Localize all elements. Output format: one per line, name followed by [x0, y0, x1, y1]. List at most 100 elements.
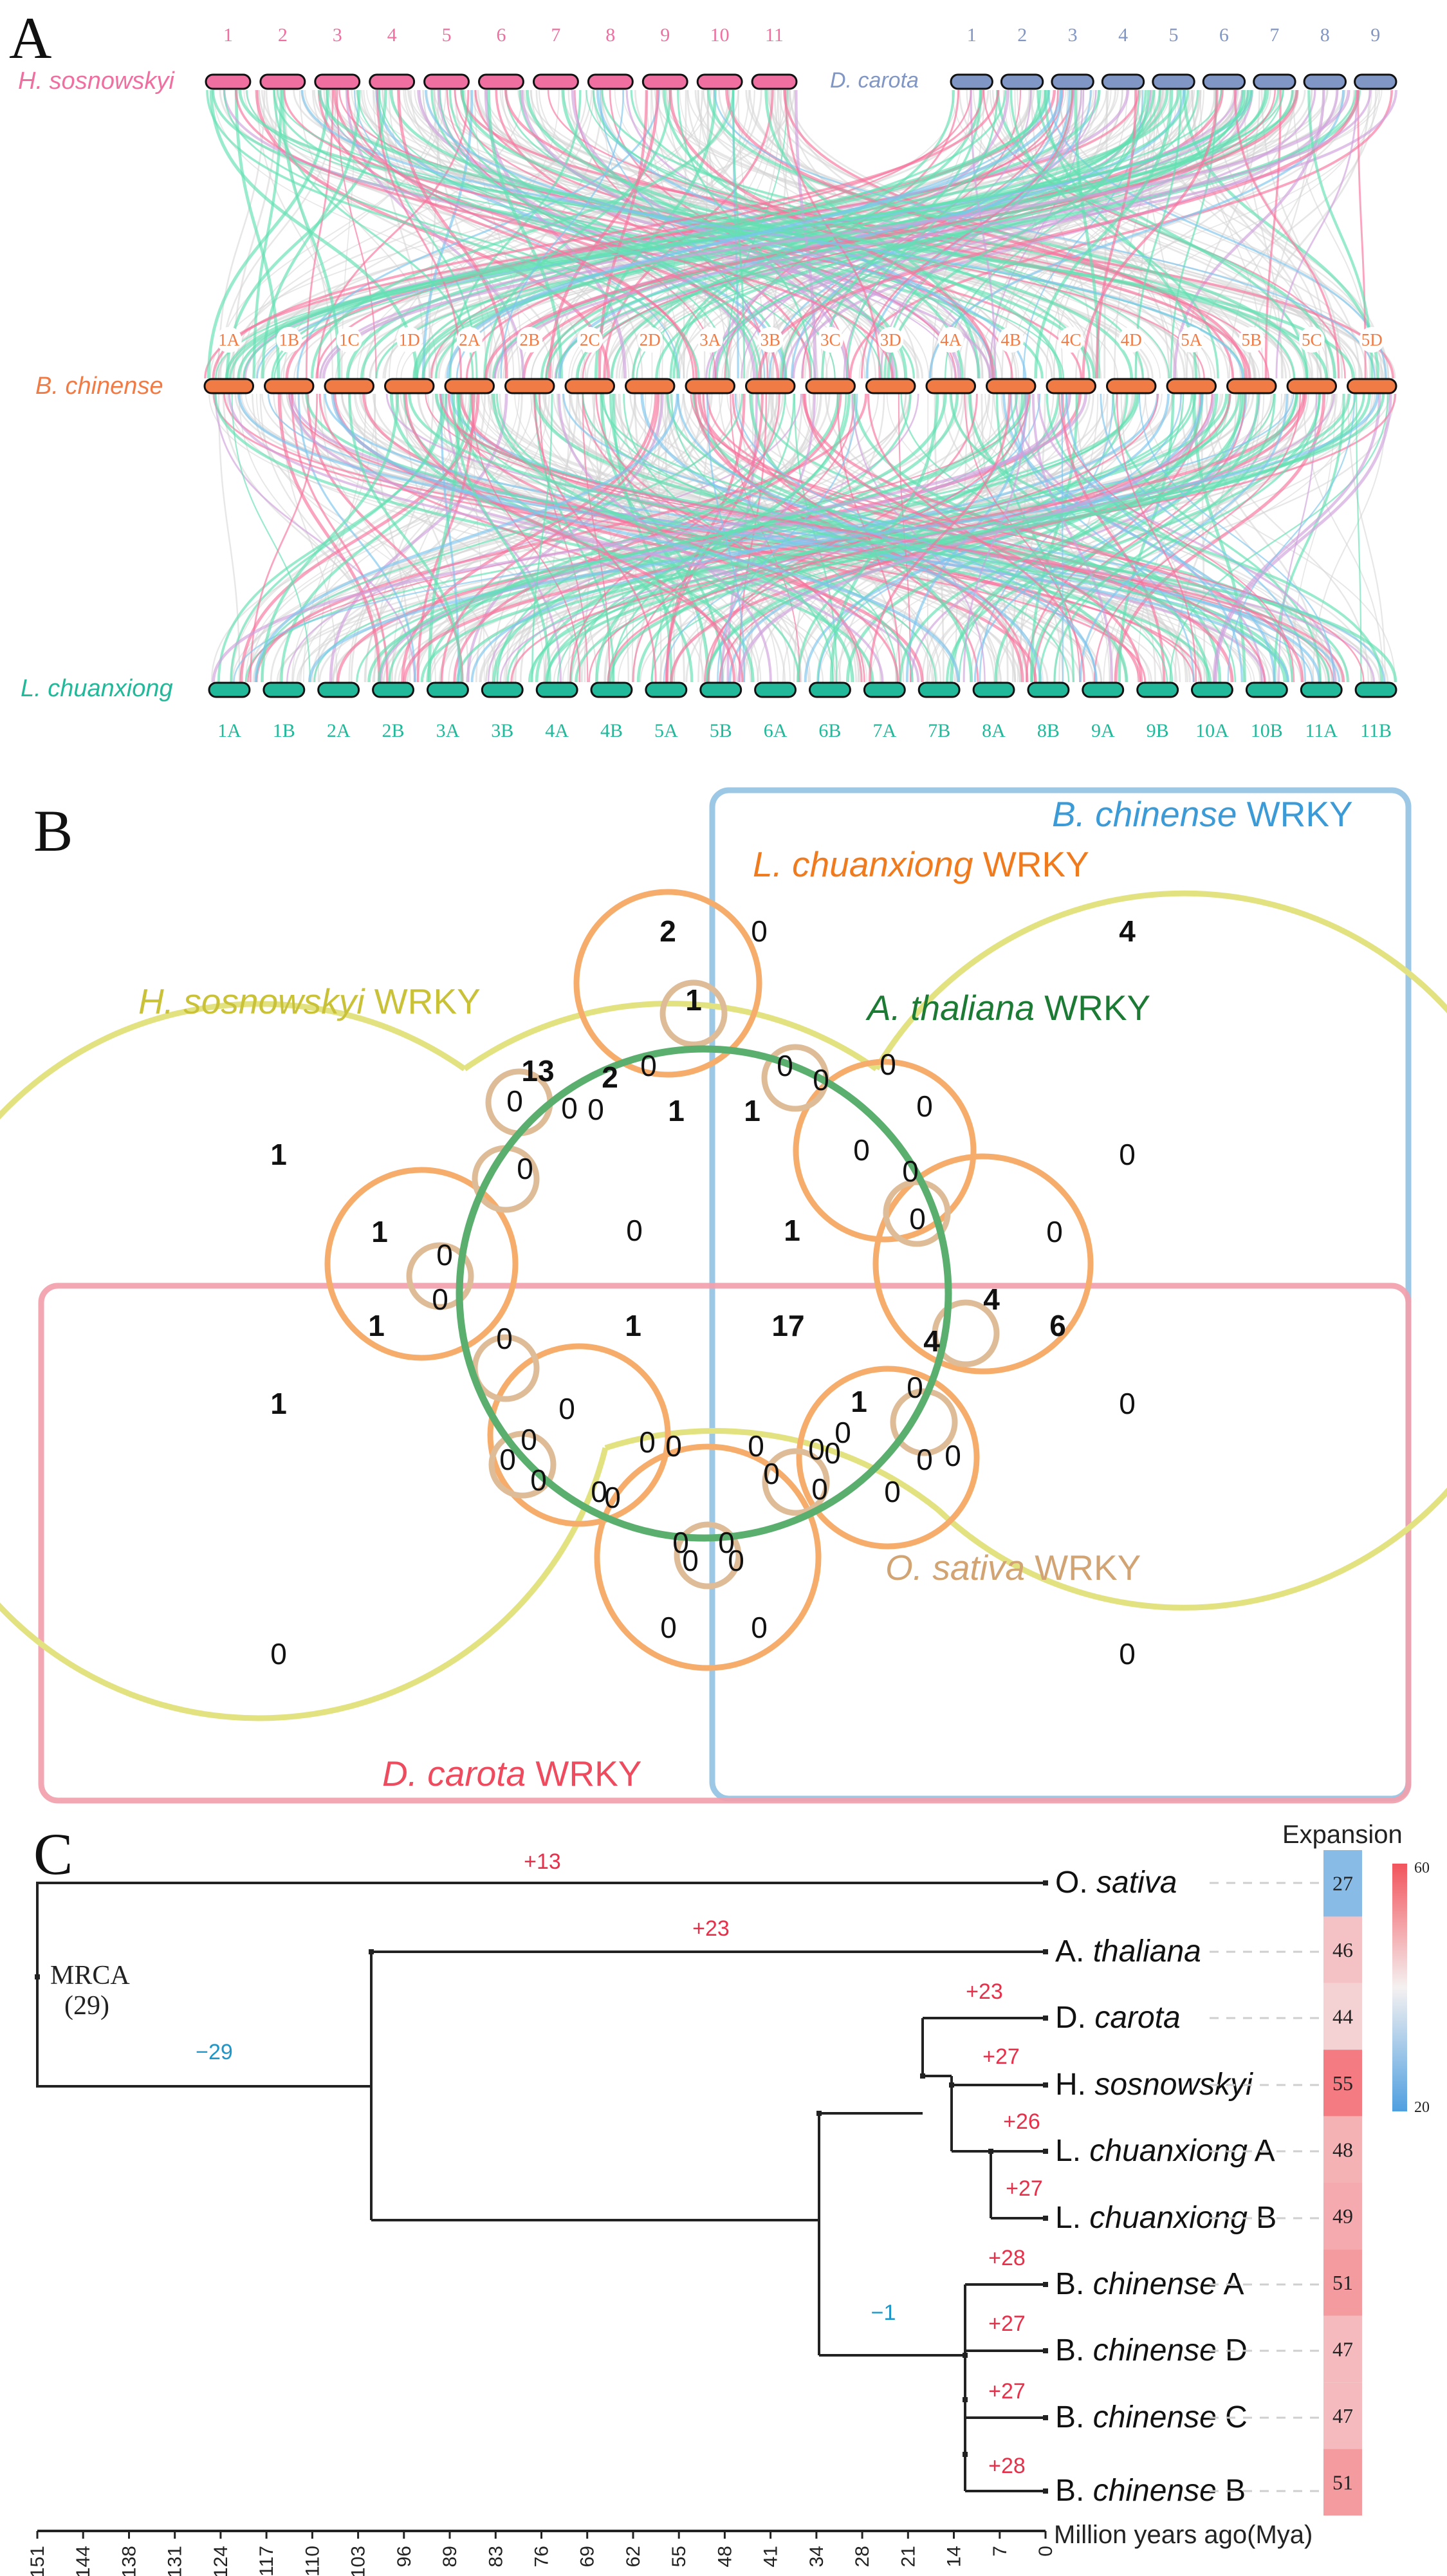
chromosome-label: 11 [765, 24, 784, 46]
chromosome-bchi-3A [685, 378, 735, 394]
venn-count: 0 [748, 1429, 764, 1463]
synteny-link [300, 89, 1244, 379]
synteny-link [704, 393, 1029, 683]
chromosome-label: 4C [1061, 330, 1082, 349]
chromosome-lchu-7B [917, 681, 961, 698]
chromosome-label-badge [878, 327, 904, 353]
tip-marker [1043, 2415, 1048, 2420]
heatmap-value: 51 [1332, 2470, 1353, 2494]
venn-count: 0 [665, 1429, 682, 1463]
synteny-link [225, 89, 1252, 379]
venn-count: 2 [602, 1061, 618, 1094]
chromosome-bchi-5D [1347, 378, 1397, 394]
chromosome-label: 8B [1037, 720, 1060, 741]
chromosome-label: 1B [273, 720, 295, 741]
synteny-link [555, 89, 1357, 379]
chromosome-label-badge [757, 327, 784, 353]
synteny-link [250, 393, 318, 683]
chromosome-label: 3 [333, 24, 342, 46]
venn-count: 0 [880, 1048, 896, 1081]
synteny-link [261, 89, 361, 379]
chromosome-label-badge [216, 327, 242, 353]
venn-count: 0 [432, 1283, 448, 1316]
venn-count: 0 [558, 1392, 575, 1425]
chromosome-bchi-1C [324, 378, 374, 394]
synteny-link [949, 393, 1383, 683]
synteny-link [255, 393, 743, 683]
synteny-link [267, 393, 1313, 683]
synteny-link [206, 89, 679, 379]
tip-marker [1043, 1880, 1048, 1886]
venn-count: 0 [604, 1481, 621, 1514]
synteny-link [757, 89, 1359, 379]
heatmap-cell [1323, 2183, 1362, 2250]
synteny-link [212, 89, 1000, 379]
chromosome-lchu-2A [317, 681, 360, 698]
chromosome-label-badge [456, 327, 483, 353]
heatmap-title: Expansion [1282, 1821, 1403, 1849]
axis-tick-label: 144 [73, 2546, 94, 2576]
change-annotation: +23 [692, 1916, 730, 1941]
synteny-link [1061, 393, 1064, 683]
synteny-link [732, 393, 1029, 683]
synteny-link [528, 393, 1356, 683]
synteny-link [356, 89, 883, 379]
venn-count: 0 [1119, 1387, 1136, 1420]
axis-tick-label: 96 [394, 2546, 415, 2567]
synteny-link [970, 393, 1230, 683]
change-annotation: +28 [988, 2454, 1026, 2478]
colorbar-min: 20 [1414, 2099, 1430, 2116]
chromosome-lchu-4A [535, 681, 578, 698]
synteny-link [574, 89, 769, 379]
synteny-link [800, 89, 1083, 379]
chromosome-lchu-11A [1300, 681, 1343, 698]
taxon-label: B. chinense B [1055, 2474, 1246, 2508]
synteny-link [594, 393, 851, 683]
venn-count: 0 [1046, 1215, 1063, 1248]
change-annotation: +27 [988, 2379, 1026, 2404]
chromosome-label: 6A [764, 720, 788, 741]
synteny-link [609, 393, 1298, 683]
chromosome-label: 5A [654, 720, 678, 741]
venn-count: 1 [368, 1309, 385, 1342]
axis-tick-label: 55 [668, 2546, 690, 2567]
venn-count: 0 [517, 1152, 533, 1185]
tree-branches [36, 1882, 1046, 2492]
chromosome-hsos-11 [751, 73, 798, 90]
axis-tick-label: 117 [256, 2546, 277, 2576]
chromosome-lchu-1B [263, 681, 306, 698]
chromosome-lchu-3A [427, 681, 469, 698]
synteny-link [1053, 89, 1161, 379]
change-annotation: +26 [1003, 2109, 1040, 2134]
chromosome-label-badge [576, 327, 603, 353]
synteny-link [470, 393, 1159, 683]
synteny-link [1357, 89, 1367, 379]
venn-count: 1 [270, 1387, 287, 1420]
synteny-link [333, 89, 780, 379]
chromosome-label: 1A [218, 330, 240, 349]
chromosome-label: 2C [580, 330, 600, 349]
chromosome-label: 4D [1121, 330, 1142, 349]
chromosome-label: 1 [967, 24, 977, 46]
venn-count: 6 [1049, 1309, 1066, 1342]
atha-set-circle [456, 1045, 952, 1542]
heatmap-value: 55 [1332, 2071, 1353, 2095]
heatmap-cell [1323, 1983, 1362, 2050]
venn-count: 1 [371, 1215, 388, 1248]
taxon-label: B. chinense A [1055, 2267, 1244, 2301]
chromosome-label: 4 [387, 24, 397, 46]
synteny-link [569, 393, 912, 683]
axis-tick-label: 76 [531, 2546, 553, 2567]
synteny-link [714, 89, 1009, 379]
chromosome-dcar-2 [1000, 73, 1044, 90]
heatmap-cell [1323, 2449, 1362, 2516]
axis-tick-label: 110 [302, 2546, 323, 2576]
venn-count: 0 [813, 1063, 829, 1097]
venn-count: 0 [763, 1457, 780, 1490]
synteny-link [994, 393, 1243, 683]
synteny-link [403, 393, 800, 683]
synteny-link [445, 393, 562, 683]
synteny-link [228, 89, 593, 379]
chromosome-label: 7 [551, 24, 560, 46]
chromosome-label: 10A [1195, 720, 1229, 741]
